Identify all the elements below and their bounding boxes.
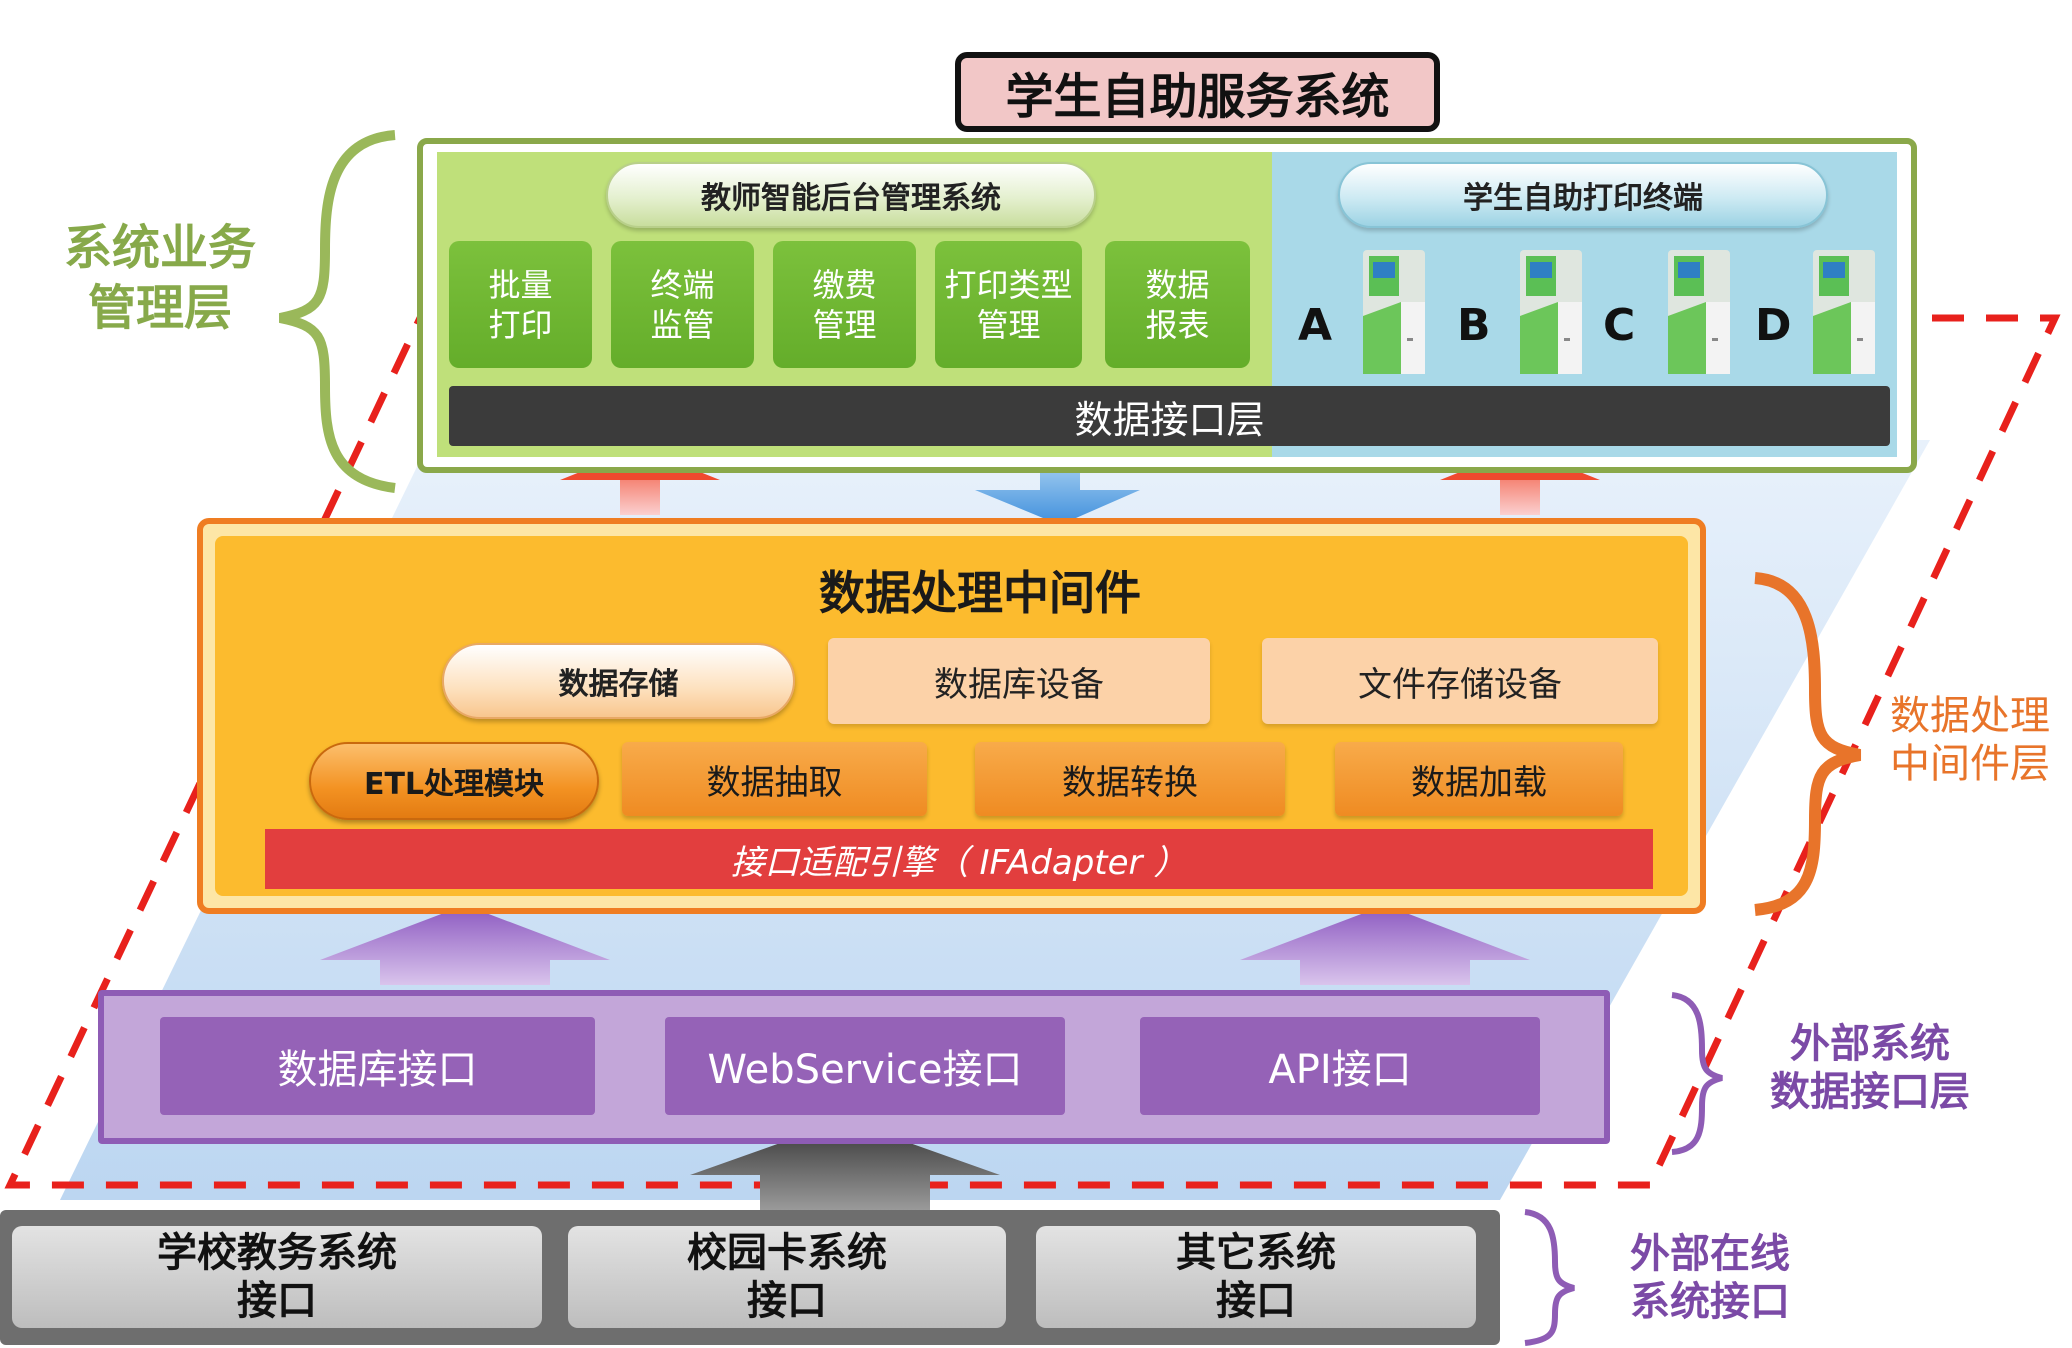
- function-line2: 管理: [976, 305, 1041, 344]
- function-line1: 打印类型: [944, 265, 1073, 304]
- database-device: 数据库设备: [828, 638, 1210, 724]
- function-print-type-management: 打印类型 管理: [935, 241, 1082, 368]
- kiosk-label-b: B: [1457, 300, 1491, 351]
- side-label-line2: 管理层: [87, 280, 232, 336]
- middleware-title: 数据处理中间件: [819, 566, 1141, 620]
- function-line1: 数据: [1145, 265, 1210, 304]
- side-label-line2: 中间件层: [1890, 741, 2050, 787]
- kiosk-icon: [1668, 250, 1730, 374]
- brace-middle-layer: [1754, 572, 1862, 916]
- function-line2: 监管: [650, 305, 715, 344]
- side-label-line1: 系统业务: [63, 220, 256, 276]
- side-label-line1: 外部在线: [1630, 1231, 1790, 1277]
- interface-line2: 接口: [747, 1278, 827, 1324]
- data-load: 数据加载: [1335, 742, 1623, 816]
- function-batch-print: 批量 打印: [449, 241, 592, 368]
- brace-top-layer: [279, 130, 396, 493]
- function-line1: 缴费: [812, 265, 877, 304]
- campus-card-interface: 校园卡系统 接口: [568, 1226, 1006, 1328]
- interface-line1: 校园卡系统: [687, 1230, 887, 1276]
- kiosk-label-c: C: [1603, 300, 1636, 351]
- function-terminal-monitor: 终端 监管: [611, 241, 754, 368]
- up-arrow-grey: [690, 1120, 1000, 1210]
- interface-line2: 接口: [1216, 1278, 1296, 1324]
- up-arrow-left-purple: [320, 905, 610, 985]
- etl-module: ETL处理模块: [309, 742, 599, 820]
- side-label-line1: 外部系统: [1790, 1021, 1950, 1067]
- student-print-terminal: 学生自助打印终端: [1338, 162, 1828, 228]
- function-line2: 打印: [488, 305, 553, 344]
- function-line2: 报表: [1145, 305, 1210, 344]
- function-data-report: 数据 报表: [1105, 241, 1250, 368]
- function-line2: 管理: [812, 305, 877, 344]
- interface-line1: 其它系统: [1176, 1230, 1336, 1276]
- academic-system-interface: 学校教务系统 接口: [12, 1226, 542, 1328]
- kiosk-label-d: D: [1755, 300, 1792, 351]
- side-label-line2: 系统接口: [1630, 1279, 1790, 1325]
- data-storage: 数据存储: [442, 643, 795, 719]
- brace-ext-layer: [1671, 992, 1723, 1155]
- database-interface: 数据库接口: [160, 1017, 595, 1115]
- kiosk-icon: [1813, 250, 1875, 374]
- function-payment-management: 缴费 管理: [773, 241, 916, 368]
- data-extract: 数据抽取: [622, 742, 927, 816]
- brace-bottom-layer: [1524, 1209, 1575, 1346]
- interface-line1: 学校教务系统: [157, 1230, 397, 1276]
- interface-adapter-engine: 接口适配引擎（ IFAdapter ）: [265, 829, 1653, 889]
- kiosk-icon: [1363, 250, 1425, 374]
- webservice-interface: WebService接口: [665, 1017, 1065, 1115]
- side-label-line2: 数据接口层: [1770, 1069, 1970, 1115]
- function-line1: 批量: [488, 265, 553, 304]
- data-transform: 数据转换: [975, 742, 1285, 816]
- diagram-title: 学生自助服务系统: [955, 52, 1440, 132]
- side-label-middleware-layer: 数据处理 中间件层: [1870, 692, 2070, 788]
- up-arrow-right-purple: [1240, 905, 1530, 985]
- kiosk-label-a: A: [1298, 300, 1333, 351]
- down-arrow-blue: [975, 458, 1140, 525]
- side-label-online-system-layer: 外部在线 系统接口: [1610, 1230, 1810, 1326]
- side-label-line1: 数据处理: [1890, 693, 2050, 739]
- file-storage-device: 文件存储设备: [1262, 638, 1658, 724]
- api-interface: API接口: [1140, 1017, 1540, 1115]
- kiosk-icon: [1520, 250, 1582, 374]
- data-interface-layer-bar: 数据接口层: [449, 386, 1890, 446]
- side-label-external-interface-layer: 外部系统 数据接口层: [1755, 1020, 1985, 1116]
- teacher-backend-system: 教师智能后台管理系统: [606, 162, 1096, 228]
- function-line1: 终端: [650, 265, 715, 304]
- interface-line2: 接口: [237, 1278, 317, 1324]
- side-label-business-layer: 系统业务 管理层: [30, 218, 290, 338]
- other-system-interface: 其它系统 接口: [1036, 1226, 1476, 1328]
